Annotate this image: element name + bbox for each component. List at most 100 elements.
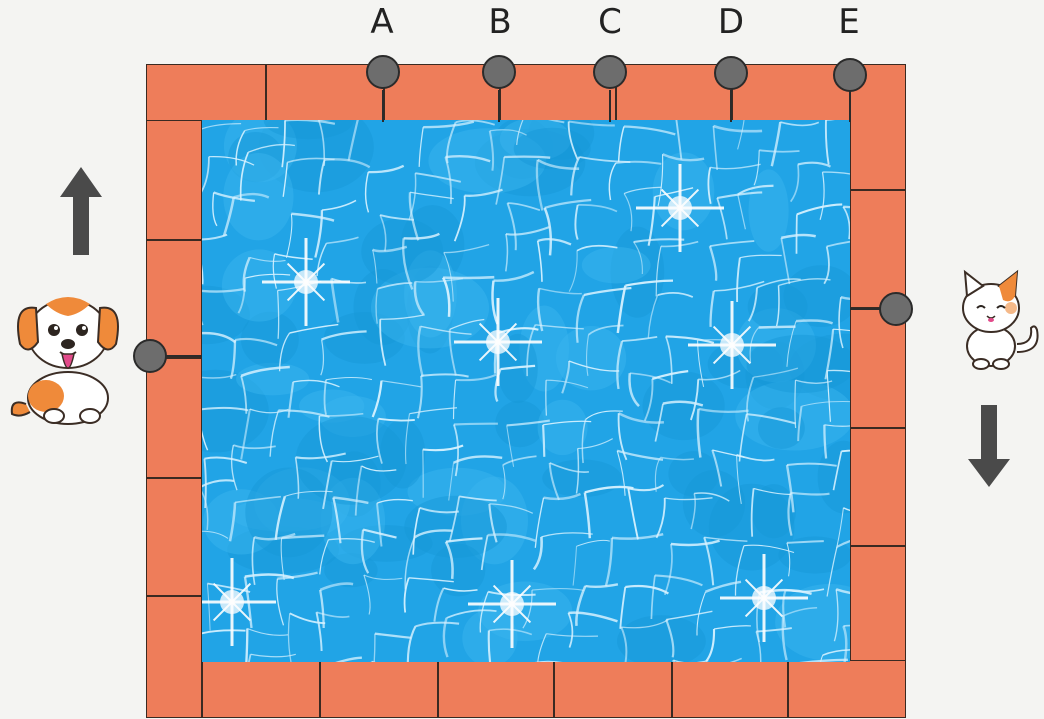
peg-stem-c (609, 90, 611, 122)
caustic-line (380, 215, 414, 220)
caustic-line (619, 127, 624, 163)
caustic-line (213, 192, 217, 226)
caustic-line (444, 618, 448, 657)
caustic-line (624, 194, 632, 232)
caustic-line (759, 327, 796, 328)
caustic-line (759, 150, 799, 152)
caustic-line (494, 272, 534, 281)
caustic-line (251, 654, 296, 656)
caustic-line (508, 203, 540, 210)
peg-c (593, 55, 627, 89)
caustic-line (506, 234, 508, 271)
caustic-line (375, 634, 411, 638)
caustic-line (628, 488, 638, 539)
water-patch (758, 407, 805, 449)
caustic-line (508, 203, 516, 250)
caustic-line (326, 237, 358, 243)
caustic-line (202, 630, 246, 635)
caustic-line (657, 498, 665, 538)
caustic-line (434, 588, 443, 622)
caustic-line (772, 122, 781, 166)
caustic-line (207, 584, 210, 631)
caustic-line (421, 374, 469, 376)
caustic-line (711, 291, 714, 327)
caustic-line (797, 204, 842, 214)
caustic-line (322, 200, 356, 210)
caustic-line (578, 205, 617, 212)
water-caustics (202, 120, 850, 662)
caustic-line (202, 157, 209, 193)
caustic-line (202, 235, 227, 240)
caustic-line (506, 227, 550, 235)
caustic-line (288, 613, 291, 662)
caustic-line (545, 208, 551, 256)
caustic-line (541, 533, 592, 537)
caustic-line (795, 380, 796, 428)
caustic-line (270, 410, 278, 456)
caustic-line (419, 127, 423, 167)
caustic-line (791, 164, 799, 201)
caustic-line (569, 251, 577, 292)
brick (672, 660, 788, 718)
brick (850, 190, 906, 308)
caustic-line (628, 485, 663, 490)
brick (202, 660, 320, 718)
caustic-line (331, 279, 338, 323)
caustic-line (624, 127, 675, 135)
brick (850, 308, 906, 428)
brick (850, 546, 906, 662)
caustic-line (232, 445, 237, 490)
caustic-line (586, 411, 623, 420)
caustic-line (538, 241, 542, 282)
caustic-line (321, 340, 324, 376)
caustic-line (577, 540, 610, 546)
caustic-line (503, 456, 537, 465)
caustic-line (737, 258, 740, 302)
caustic-line (327, 658, 362, 662)
caustic-line (710, 241, 754, 246)
caustic-line (616, 162, 662, 164)
caustic-line (658, 293, 693, 297)
caustic-line (277, 579, 284, 626)
peg-right (879, 292, 913, 326)
caustic-line (713, 126, 717, 170)
water-patch (582, 247, 651, 284)
caustic-line (706, 629, 714, 661)
water-patch (749, 169, 789, 251)
arrow-down-icon (966, 403, 1012, 489)
caustic-line (655, 575, 703, 585)
peg-left (133, 339, 167, 373)
water-patch (617, 615, 706, 662)
caustic-line (781, 235, 815, 238)
brick (788, 660, 906, 718)
cat-icon (955, 268, 1043, 372)
caustic-line (740, 255, 782, 257)
caustic-line (539, 288, 582, 293)
caustic-line (606, 538, 612, 586)
caustic-line (543, 425, 544, 457)
caustic-line (625, 586, 668, 593)
caustic-line (620, 587, 625, 629)
caustic-line (651, 575, 655, 619)
caustic-line (666, 611, 712, 619)
caustic-line (738, 195, 746, 230)
caustic-line (423, 122, 474, 128)
water-patch (380, 419, 425, 489)
brick (320, 660, 438, 718)
caustic-line (454, 456, 503, 462)
label-d: D (711, 2, 751, 42)
peg-stem-e (849, 90, 851, 122)
caustic-line (826, 120, 829, 165)
caustic-line (454, 380, 456, 419)
caustic-line (827, 239, 850, 246)
caustic-line (665, 544, 672, 595)
caustic-line (585, 584, 618, 587)
caustic-line (366, 172, 369, 212)
caustic-line (820, 172, 824, 220)
brick (850, 428, 906, 546)
peg-e (833, 58, 867, 92)
caustic-line (373, 634, 375, 662)
caustic-line (291, 214, 334, 221)
peg-stem-left (166, 355, 202, 357)
caustic-line (609, 163, 616, 200)
